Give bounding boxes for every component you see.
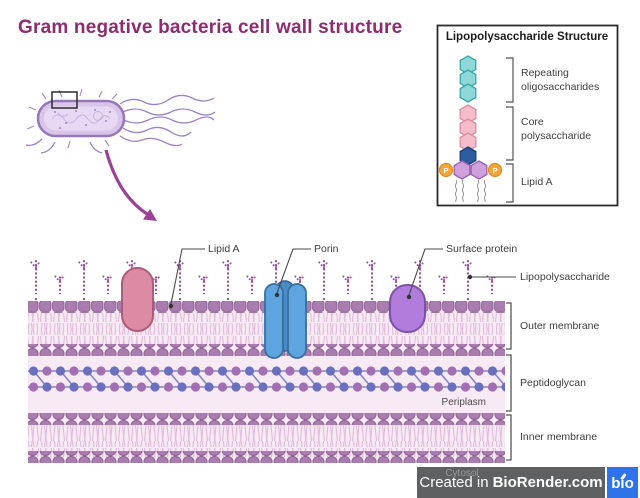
biorender-logo-text: bıo [611, 475, 634, 492]
legend-label-polysaccharide: polysaccharide [521, 130, 592, 142]
phosphate-circle [438, 162, 454, 178]
phosphate-letter: P [443, 166, 448, 175]
layer-brackets [506, 302, 512, 461]
zoom-arrow [104, 149, 157, 221]
bacterium-texture [51, 111, 111, 124]
peptidoglycan-graphic [28, 366, 505, 394]
callout-dots [168, 274, 473, 309]
flagella [25, 94, 216, 154]
lipoprotein-shape [121, 267, 154, 332]
bacterium-dots [54, 109, 111, 129]
label-cytosol: Cytosol [445, 468, 479, 479]
legend-title: Lipopolysaccharide Structure [445, 31, 609, 43]
callout-lipid-a: Lipid A [208, 243, 240, 255]
label-peptidoglycan: Peptidoglycan [520, 377, 586, 389]
callout-lipopolysaccharide: Lipopolysaccharide [520, 271, 610, 283]
legend-box: P P [436, 24, 619, 207]
label-periplasm: Periplasm [441, 397, 486, 408]
page-title: Gram negative bacteria cell wall structu… [18, 17, 403, 38]
bacterium-cytoplasm [44, 106, 118, 131]
phosphate-letter: P [492, 166, 497, 175]
lipid-a-acyl-tails [454, 179, 487, 203]
surface-protein-shape [389, 284, 426, 333]
lps-legend-chain: P P [438, 55, 503, 203]
legend-brackets [506, 57, 514, 203]
callout-leaders [170, 248, 516, 305]
porin-shape [264, 280, 307, 359]
lipid-a-sugar-hexagon [470, 160, 488, 180]
pili [26, 88, 118, 149]
bacterium-illustration [25, 88, 216, 221]
oligosaccharide-hexagon [459, 83, 477, 103]
legend-label-repeating: Repeating [521, 67, 569, 79]
legend-label-oligosaccharides: oligosaccharides [521, 81, 600, 93]
inner-membrane-graphic [28, 413, 505, 463]
legend-label-core: Core [521, 116, 544, 128]
lipid-a-sugar-hexagon [453, 160, 471, 180]
watermark-brand: BioRender.com [492, 474, 603, 491]
callout-surface-protein: Surface protein [446, 243, 518, 255]
cell-wall-diagram [28, 248, 516, 463]
callout-porin: Porin [314, 243, 339, 255]
phosphate-circle [487, 162, 503, 178]
zoom-region-box [51, 91, 78, 109]
label-outer-membrane: Outer membrane [520, 320, 600, 332]
biorender-logo: bıo [607, 467, 638, 498]
watermark-prefix: Created in [419, 474, 489, 491]
label-inner-membrane: Inner membrane [520, 431, 598, 443]
legend-label-lipid-a: Lipid A [521, 176, 553, 188]
